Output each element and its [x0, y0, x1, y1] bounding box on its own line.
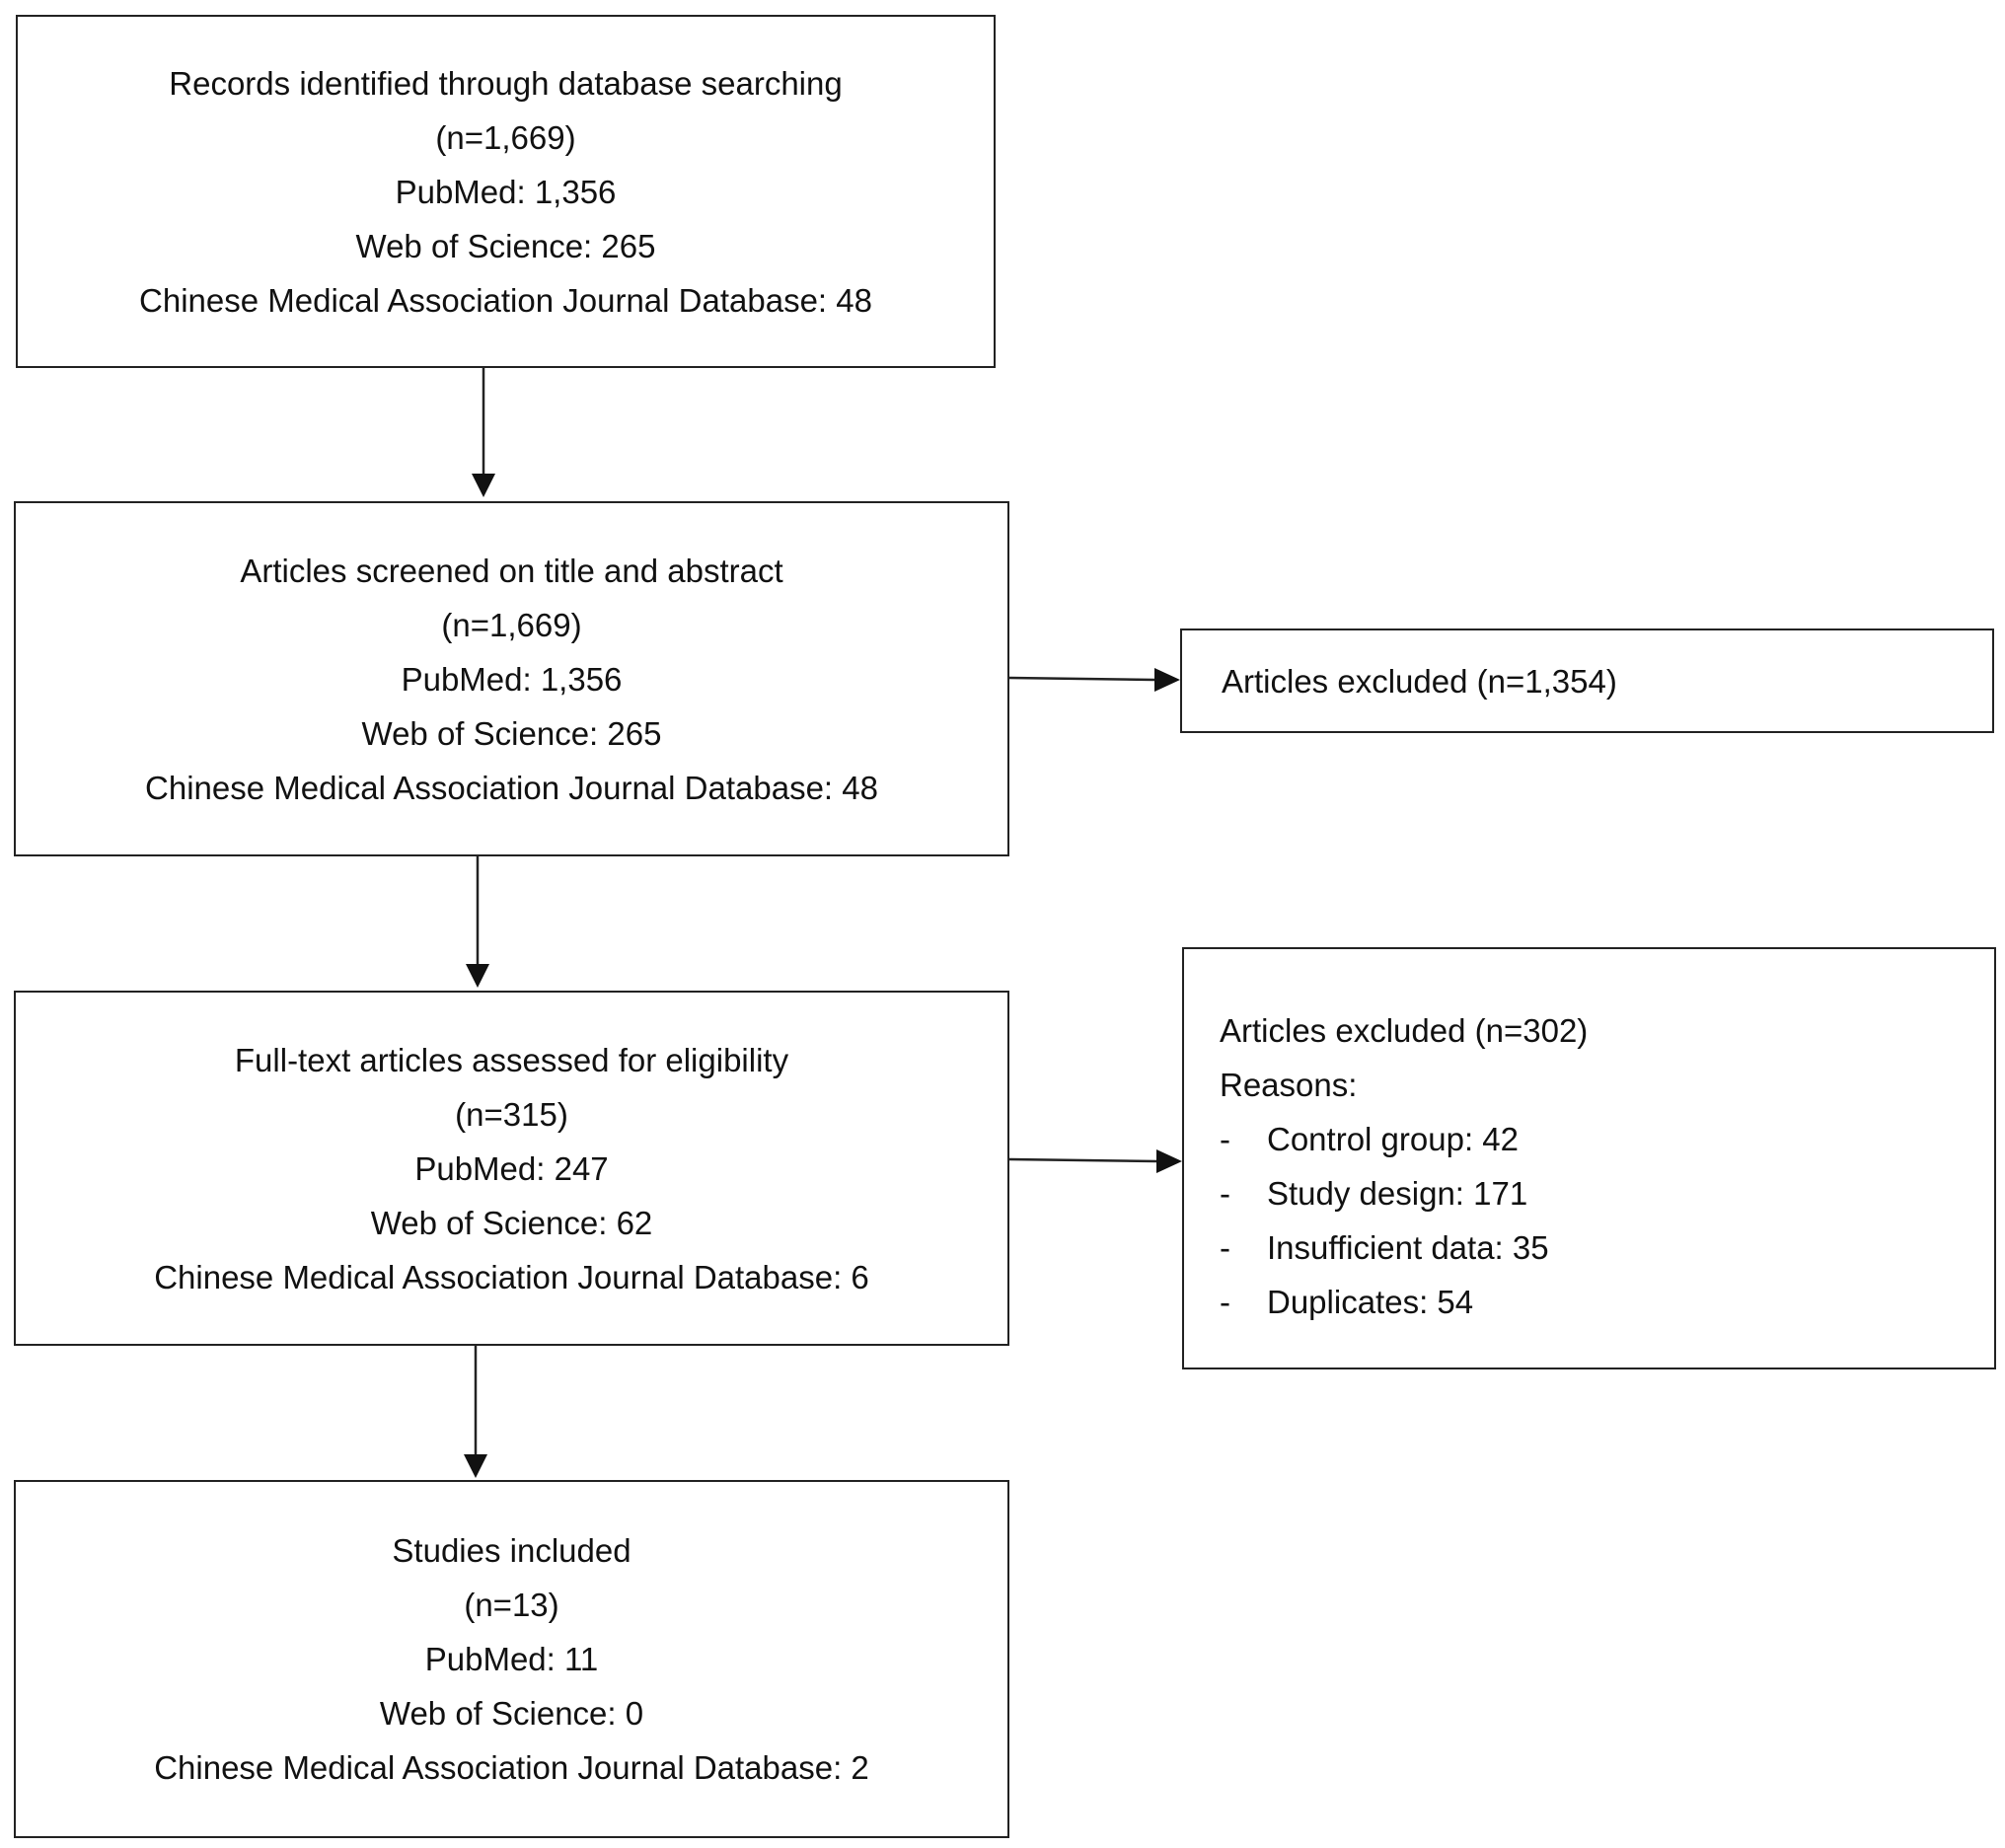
excluded-fulltext-box: Articles excluded (n=302) Reasons: - Con… — [1182, 947, 1996, 1369]
arrow-screening-to-excluded — [1008, 676, 1155, 682]
reason-text: Duplicates: 54 — [1267, 1284, 1474, 1320]
included-cma: Chinese Medical Association Journal Data… — [154, 1749, 869, 1786]
eligibility-box: Full-text articles assessed for eligibil… — [14, 991, 1009, 1346]
reason-dash: - — [1220, 1229, 1230, 1266]
eligibility-cma: Chinese Medical Association Journal Data… — [154, 1258, 869, 1295]
arrowhead-down-3 — [464, 1454, 487, 1478]
included-count: (n=13) — [464, 1587, 559, 1623]
identification-cma: Chinese Medical Association Journal Data… — [139, 281, 872, 319]
identification-wos: Web of Science: 265 — [355, 227, 656, 264]
screening-box: Articles screened on title and abstract … — [14, 501, 1009, 856]
reason-text: Insufficient data: 35 — [1267, 1229, 1549, 1266]
arrowhead-down-1 — [472, 474, 495, 497]
identification-title: Records identified through database sear… — [169, 64, 843, 102]
excluded-screening-box: Articles excluded (n=1,354) — [1180, 628, 1994, 733]
identification-pubmed: PubMed: 1,356 — [395, 173, 617, 210]
screening-wos: Web of Science: 265 — [361, 714, 662, 752]
included-box: Studies included (n=13) PubMed: 11 Web o… — [14, 1480, 1009, 1838]
excluded-reasons-label: Reasons: — [1220, 1067, 1358, 1103]
eligibility-wos: Web of Science: 62 — [370, 1204, 653, 1241]
reason-text: Study design: 171 — [1267, 1175, 1528, 1212]
reason-item: - Insufficient data: 35 — [1220, 1220, 1994, 1275]
arrowhead-right-2 — [1156, 1149, 1182, 1173]
eligibility-title: Full-text articles assessed for eligibil… — [234, 1041, 789, 1078]
arrowhead-down-2 — [466, 964, 489, 988]
screening-cma: Chinese Medical Association Journal Data… — [145, 769, 878, 806]
reason-dash: - — [1220, 1175, 1230, 1212]
included-pubmed: PubMed: 11 — [424, 1641, 599, 1677]
screening-title: Articles screened on title and abstract — [240, 552, 783, 589]
reason-dash: - — [1220, 1284, 1230, 1320]
excluded-screening-label: Articles excluded (n=1,354) — [1222, 662, 1617, 700]
reason-item: - Control group: 42 — [1220, 1112, 1994, 1166]
reason-text: Control group: 42 — [1267, 1121, 1519, 1157]
reason-dash: - — [1220, 1121, 1230, 1157]
reason-item: - Duplicates: 54 — [1220, 1275, 1994, 1329]
screening-count: (n=1,669) — [441, 606, 582, 643]
identification-count: (n=1,669) — [435, 118, 576, 156]
screening-pubmed: PubMed: 1,356 — [401, 660, 623, 698]
reason-item: - Study design: 171 — [1220, 1166, 1994, 1220]
included-wos: Web of Science: 0 — [379, 1695, 644, 1732]
eligibility-count: (n=315) — [455, 1095, 568, 1133]
excluded-fulltext-label: Articles excluded (n=302) — [1220, 1012, 1589, 1049]
included-title: Studies included — [392, 1532, 631, 1569]
arrowhead-right-1 — [1154, 668, 1180, 692]
identification-box: Records identified through database sear… — [16, 15, 996, 368]
eligibility-pubmed: PubMed: 247 — [414, 1149, 609, 1187]
arrow-eligibility-to-excluded — [1008, 1157, 1157, 1163]
